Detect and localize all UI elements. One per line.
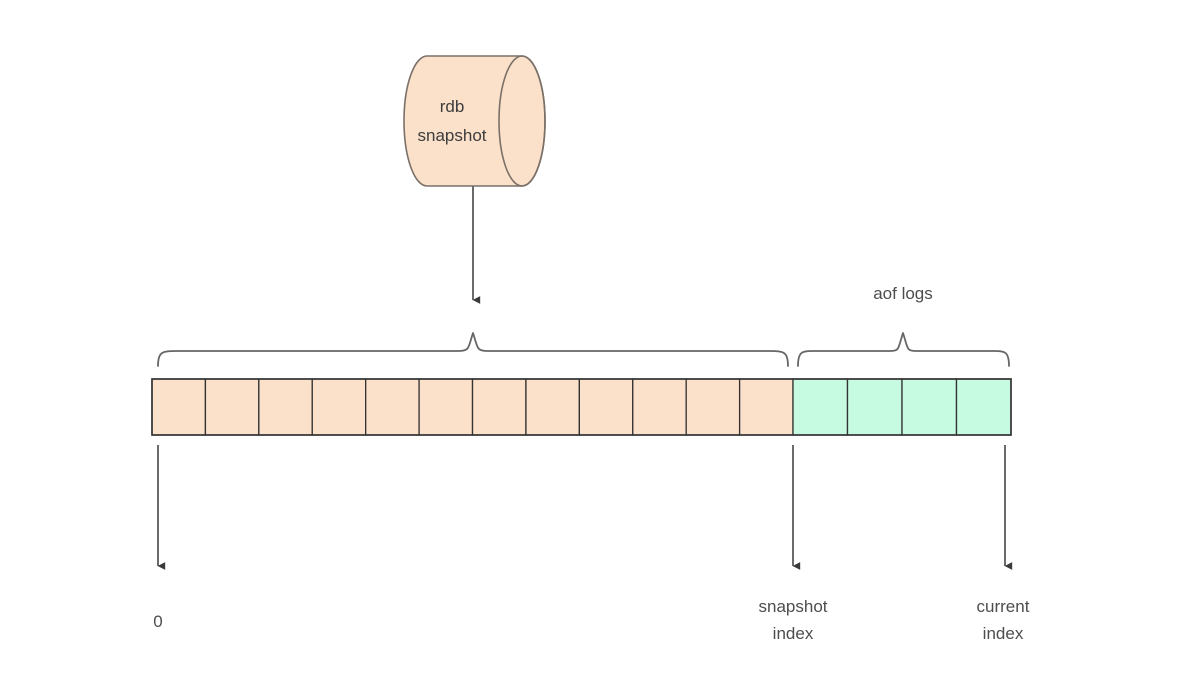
bar-cell: [685, 378, 741, 436]
aof-brace-path: [797, 332, 1010, 367]
zero-index-label: 0: [153, 612, 162, 631]
bar-cell: [632, 378, 687, 436]
log-buffer-bar: [151, 378, 1012, 436]
current-index-label-line2: index: [983, 624, 1024, 643]
aof-logs-label: aof logs: [873, 284, 933, 303]
bar-outline: [151, 378, 1012, 436]
snapshot-cells-group: [151, 378, 794, 436]
bar-cell: [471, 378, 527, 436]
current-index-label-line1: current: [977, 597, 1030, 616]
bar-cell: [311, 378, 367, 436]
snapshot-brace: [157, 332, 789, 367]
bar-cell: [418, 378, 474, 436]
cylinder-label-line1: rdb: [440, 97, 465, 116]
bar-cell: [365, 378, 420, 436]
bar-cell: [955, 378, 1012, 436]
bar-cell: [258, 378, 313, 436]
bar-cell: [846, 378, 903, 436]
cylinder-label-line2: snapshot: [418, 126, 487, 145]
bar-cell: [151, 378, 207, 436]
bar-cell: [525, 378, 581, 436]
cylinder-body: [403, 55, 546, 187]
rdb-snapshot-node: rdb snapshot: [403, 55, 546, 187]
aof-brace: [797, 332, 1010, 367]
bar-cell: [578, 378, 634, 436]
bar-cell: [204, 378, 260, 436]
snapshot-brace-path: [157, 332, 789, 367]
bar-cell: [738, 378, 794, 436]
snapshot-index-label-line1: snapshot: [759, 597, 828, 616]
cylinder-cap-ellipse: [498, 55, 546, 187]
aof-cells-group: [792, 378, 1012, 436]
snapshot-index-label-line2: index: [773, 624, 814, 643]
bar-cell: [901, 378, 958, 436]
bar-cell: [792, 378, 849, 436]
